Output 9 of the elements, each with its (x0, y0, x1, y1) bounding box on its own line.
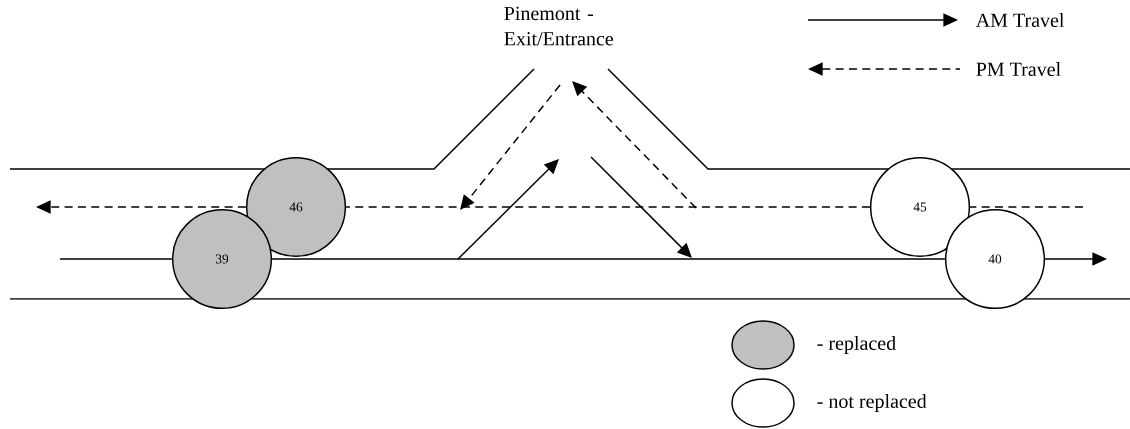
travel-line (345, 206, 871, 208)
legend-label: - not replaced (817, 393, 927, 413)
legend-label: - replaced (817, 335, 896, 355)
legend-label: PM Travel (976, 62, 1061, 77)
legend-label: AM Travel (975, 13, 1065, 28)
travel-line (59, 258, 173, 260)
travel-line (271, 258, 946, 260)
travel-line (969, 206, 1084, 208)
ramp-label: Pinemont - Exit/Entrance (504, 6, 613, 46)
